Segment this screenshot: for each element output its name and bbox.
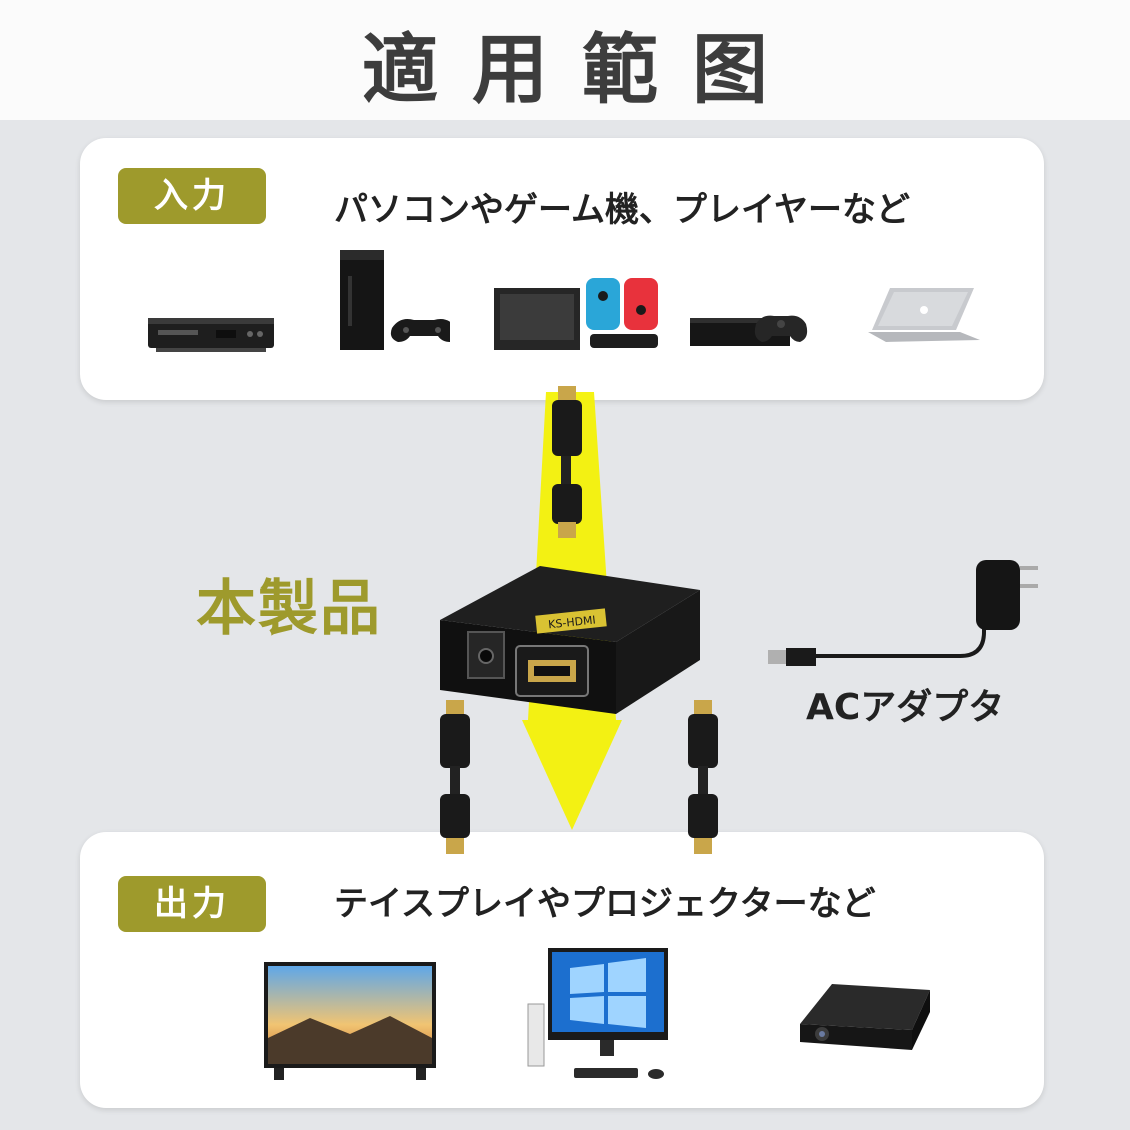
ac-adapter-label: ACアダプタ <box>806 687 1005 728</box>
projector-icon <box>800 984 930 1050</box>
xbox-console-icon <box>690 315 808 346</box>
ac-adapter-icon <box>768 560 1038 666</box>
desktop-pc-icon <box>527 948 668 1079</box>
output-description: テイスプレイやプロジェクターなど <box>334 884 876 924</box>
title-band <box>0 0 1130 120</box>
tv-monitor-icon <box>264 962 436 1080</box>
laptop-icon <box>868 288 980 342</box>
hdmi-splitter-icon: KS-HDMI <box>440 566 700 714</box>
output-panel: 出力 テイスプレイやプロジェクターなど <box>80 832 1044 1108</box>
input-panel: 入力 パソコンやゲーム機、プレイヤーなど <box>80 138 1044 400</box>
playstation-console-icon <box>340 250 450 350</box>
input-description: パソコンやゲーム機、プレイヤーなど <box>334 190 910 230</box>
product-label: 本製品 <box>196 574 382 644</box>
hdmi-cable-icon <box>688 700 718 854</box>
dvd-player-icon <box>148 318 274 352</box>
input-badge: 入力 <box>118 168 266 224</box>
page-title: 適用範图 <box>362 25 802 114</box>
svg-text:KS-HDMI: KS-HDMI <box>548 613 597 631</box>
hdmi-cable-icon <box>552 386 582 538</box>
output-badge: 出力 <box>118 876 266 932</box>
hdmi-cable-icon <box>440 700 470 854</box>
game-switch-console-icon <box>494 278 658 350</box>
